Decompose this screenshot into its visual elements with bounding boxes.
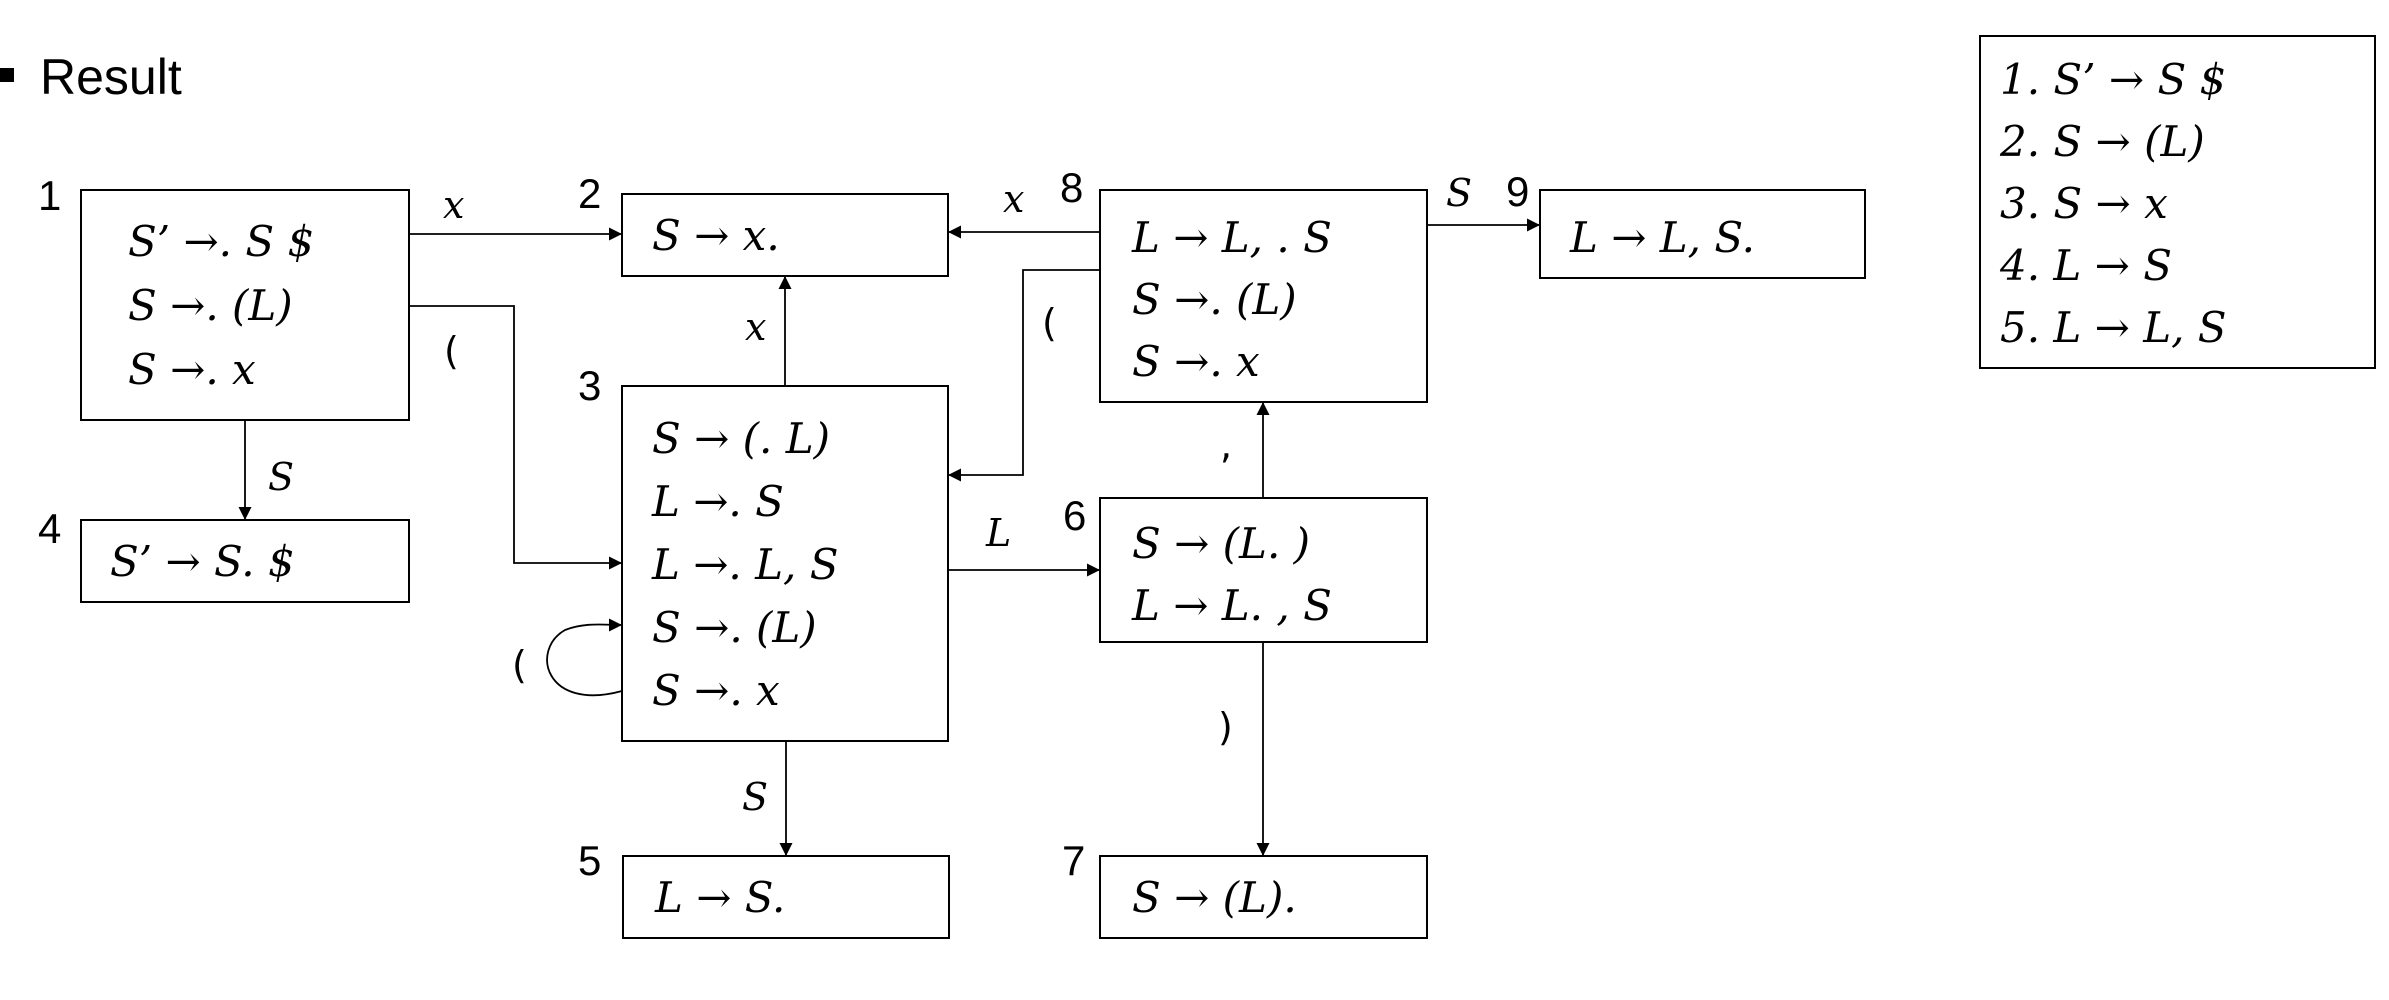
state-item: L → L, . S (1131, 213, 1332, 262)
state-9: 9 L → L, S. (1506, 168, 1866, 279)
grammar-box: 1. S’ → S $ 2. S → (L) 3. S → x 4. L → S… (1979, 35, 2376, 369)
state-item: S →. x (1132, 337, 1260, 386)
state-number: 6 (1063, 492, 1086, 539)
edge-label: S (742, 775, 768, 819)
state-item: L → L. , S (1131, 581, 1332, 630)
edge-label: , (1220, 423, 1232, 467)
edge-label: ( (512, 643, 527, 687)
state-number: 1 (38, 172, 61, 219)
state-8: 8 L → L, . S S →. (L) S →. x (1060, 164, 1428, 403)
state-item: S →. (L) (1132, 275, 1297, 324)
edge-8-3: ( (948, 269, 1100, 482)
state-4: 4 S’ → S. $ (38, 505, 410, 603)
edge-1-3: ( (409, 305, 622, 570)
edge-8-9: S (1427, 171, 1540, 232)
state-3: 3 S → (. L) L →. S L →. L, S S →. (L) S … (578, 362, 949, 742)
state-number: 8 (1060, 164, 1083, 211)
edge-1-2: x (409, 183, 622, 241)
bullet-square (0, 68, 14, 82)
state-item: S → (. L) (652, 414, 830, 463)
state-item: S → (L. ) (1132, 519, 1310, 568)
grammar-rule: 4. L → S (1999, 241, 2172, 290)
state-number: 7 (1062, 837, 1085, 884)
grammar-rule: 3. S → x (2000, 179, 2168, 228)
state-number: 3 (578, 362, 601, 409)
state-item: S →. x (128, 345, 256, 394)
state-1: 1 S’ →. S $ S →. (L) S →. x (38, 172, 410, 421)
edge-label: ( (1042, 301, 1057, 345)
edge-3-self: ( (512, 618, 623, 697)
grammar-rule: 2. S → (L) (1999, 117, 2205, 166)
edge-label: ( (444, 329, 459, 373)
state-5: 5 L → S. (578, 837, 950, 939)
edge-6-8: , (1220, 402, 1270, 498)
state-6: 6 S → (L. ) L → L. , S (1063, 492, 1428, 643)
edge-8-2: x (948, 177, 1100, 239)
state-item: L →. S (651, 477, 784, 526)
state-item: S →. (L) (652, 603, 817, 652)
state-item: L →. L, S (651, 540, 839, 589)
page-title: Result (40, 49, 182, 105)
state-item: S’ →. S $ (128, 217, 314, 266)
state-7: 7 S → (L). (1062, 837, 1428, 939)
state-number: 5 (578, 837, 601, 884)
edge-label: S (1446, 171, 1472, 215)
state-item: S →. x (652, 666, 780, 715)
state-number: 2 (578, 170, 601, 217)
edge-label: x (1003, 177, 1024, 221)
edge-3-5: S (742, 741, 793, 856)
state-item: S → x. (652, 211, 780, 260)
state-item: S’ → S. $ (110, 537, 295, 586)
state-number: 9 (1506, 168, 1529, 215)
edge-label: ) (1218, 705, 1233, 749)
edge-label: S (268, 455, 294, 499)
edge-label: L (985, 511, 1011, 555)
state-item: S →. (L) (128, 281, 293, 330)
edge-6-7: ) (1218, 642, 1270, 856)
edge-3-6: L (948, 511, 1100, 577)
state-item: S → (L). (1132, 873, 1297, 922)
grammar-rule: 5. L → L, S (2000, 303, 2227, 352)
edge-1-4: S (238, 420, 294, 520)
state-2: 2 S → x. (578, 170, 949, 277)
state-item: L → S. (654, 873, 785, 922)
grammar-rule: 1. S’ → S $ (2000, 55, 2226, 104)
state-number: 4 (38, 505, 61, 552)
edge-label: x (443, 183, 464, 227)
edge-label: x (745, 305, 766, 349)
edge-3-2: x (745, 276, 792, 386)
state-item: L → L, S. (1569, 213, 1755, 262)
